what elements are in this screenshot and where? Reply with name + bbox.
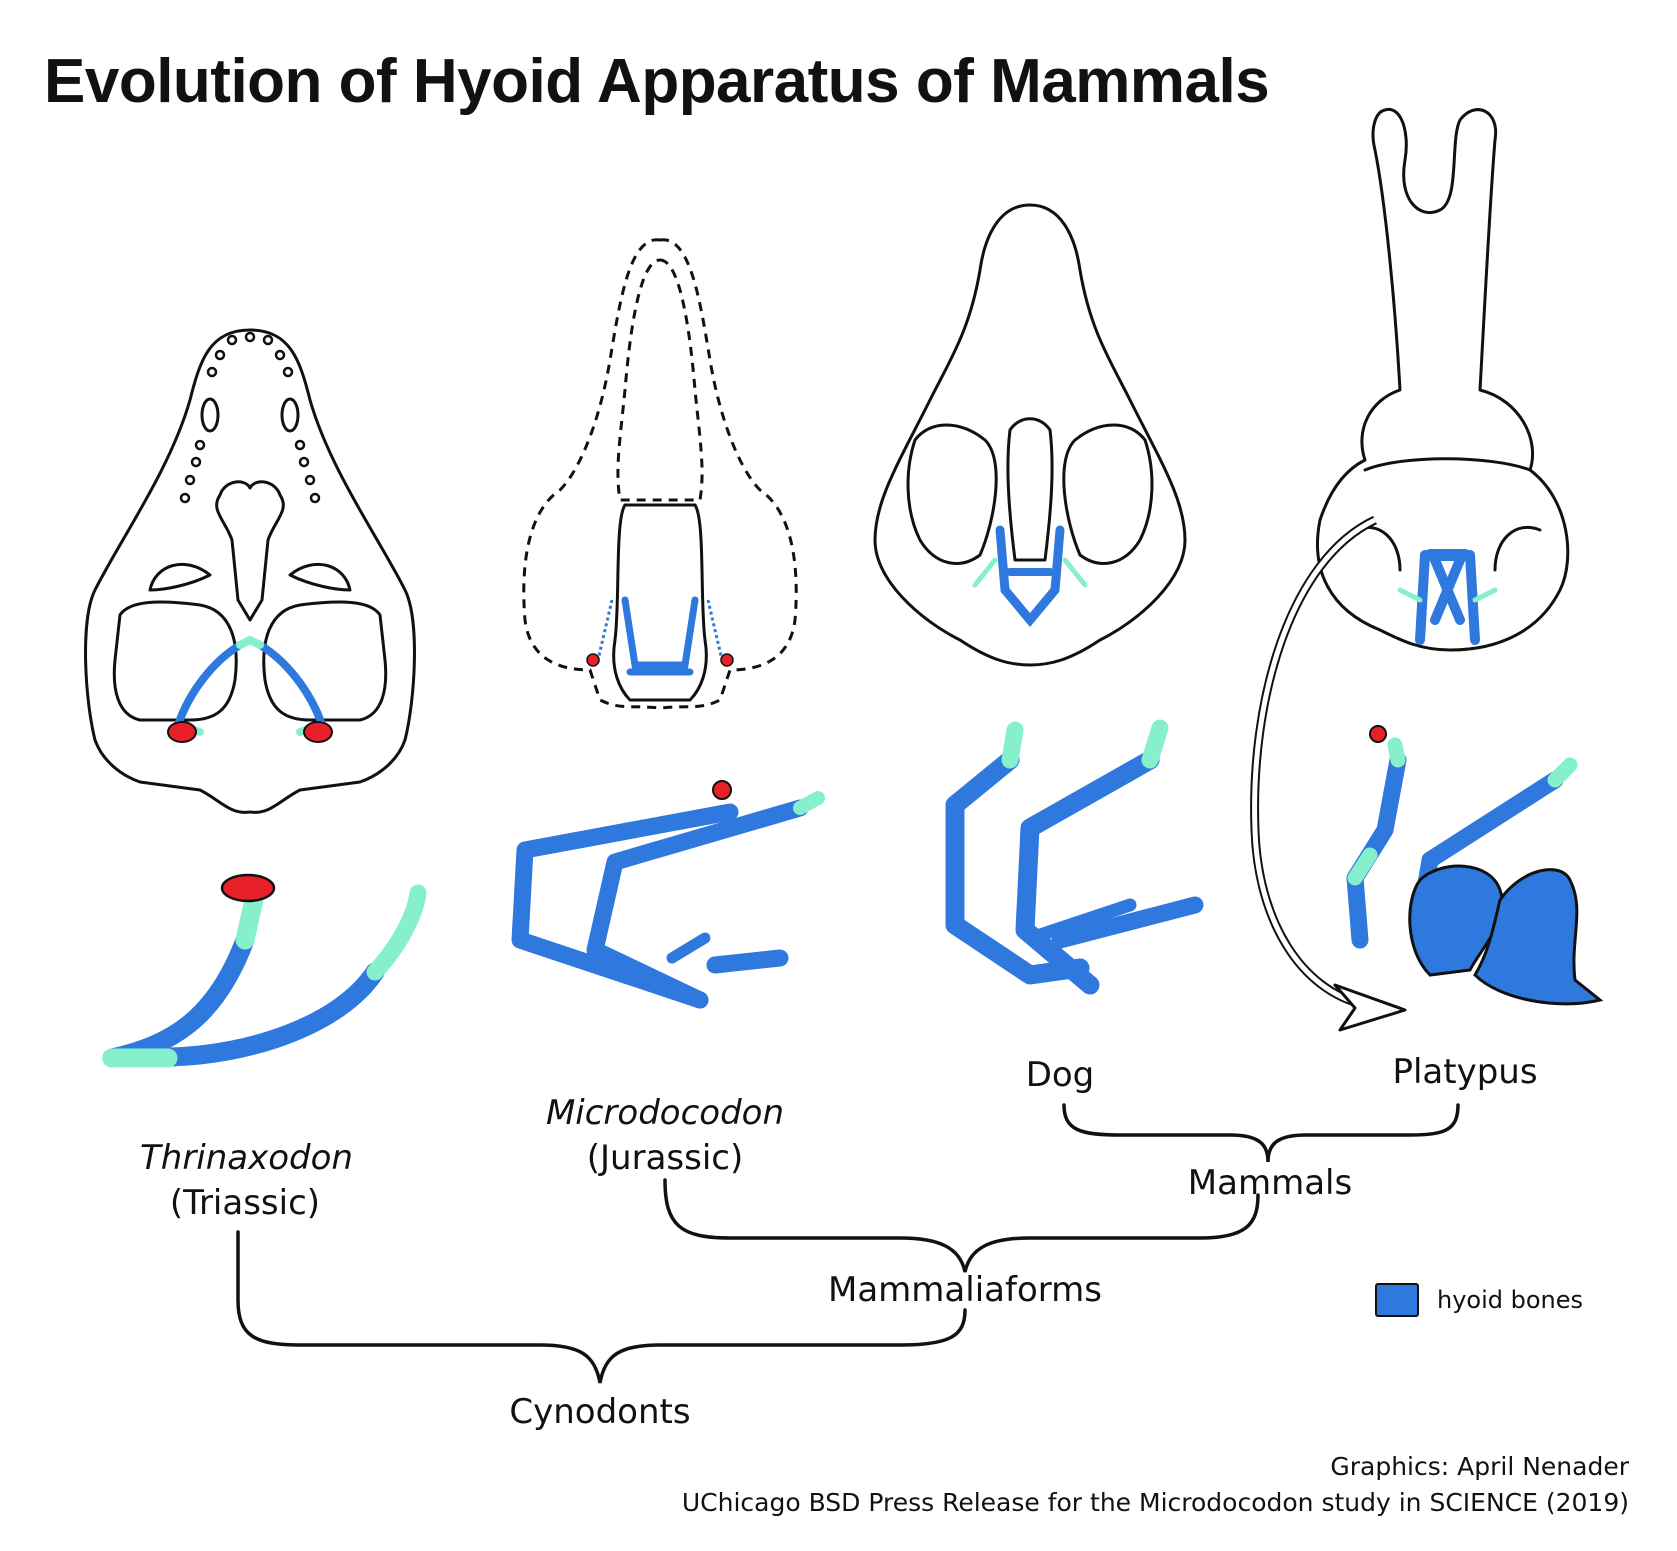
thrinaxodon-skull — [84, 328, 416, 814]
taxon-name-microdocodon: Microdocodon — [545, 1093, 785, 1133]
taxon-period-thrinaxodon: (Triassic) — [169, 1183, 321, 1223]
clade-cynodonts: Cynodonts — [509, 1392, 691, 1432]
page-title: Evolution of Hyoid Apparatus of Mammals — [44, 47, 1270, 116]
taxon-name-dog: Dog — [1025, 1055, 1095, 1095]
credit-source: UChicago BSD Press Release for the Micro… — [681, 1488, 1629, 1517]
tooth-row — [179, 331, 321, 504]
taxon-name-thrinaxodon: Thrinaxodon — [140, 1138, 353, 1178]
legend-label: hyoid bones — [1437, 1286, 1584, 1314]
dog-skull — [873, 203, 1187, 667]
callout-arrow — [1250, 515, 1407, 1032]
mammals-brace — [1062, 1103, 1460, 1163]
platypus-hyoid — [1346, 725, 1604, 1006]
microdocodon-skull — [522, 238, 798, 710]
legend-swatch-hyoid — [1375, 1283, 1419, 1317]
mammaliaforms-brace — [663, 1178, 1260, 1273]
clade-mammaliaforms: Mammaliaforms — [828, 1270, 1102, 1310]
legend: hyoid bones — [1375, 1283, 1583, 1317]
dog-hyoid — [945, 719, 1204, 995]
platypus-skull — [1316, 107, 1570, 652]
clade-mammals: Mammals — [1187, 1163, 1353, 1203]
thrinaxodon-hyoid — [102, 873, 427, 1068]
taxon-period-microdocodon: (Jurassic) — [586, 1138, 744, 1178]
microdocodon-hyoid — [511, 780, 825, 1009]
cynodonts-brace — [236, 1230, 967, 1384]
taxon-name-platypus: Platypus — [1392, 1052, 1538, 1092]
credit-graphics: Graphics: April Nenader — [1330, 1452, 1629, 1481]
